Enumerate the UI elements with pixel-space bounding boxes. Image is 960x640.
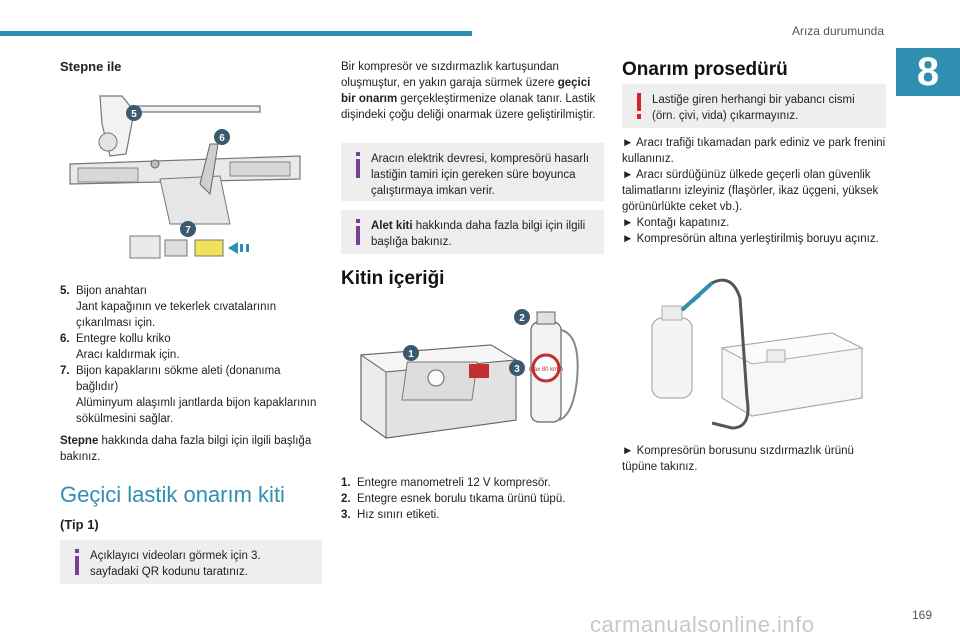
procedure-steps: ► Aracı trafiği tıkamadan park ediniz ve… [622,135,886,247]
fig-label-5: 5 [131,109,137,120]
fig-label-2: 2 [519,313,525,324]
step-text: ► Aracı sürdüğünüz ülkede geçerli olan g… [622,169,879,213]
fig-label-1: 1 [408,349,414,360]
spare-wheel-heading: Stepne ile [60,59,122,74]
fig-label-3: 3 [514,364,520,375]
kit-type-label: (Tip 1) [60,517,99,532]
kit-intro: Bir kompresör ve sızdırmazlık kartuşunda… [341,61,596,121]
info-icon [356,152,360,178]
tool-kit-info-box: Alet kiti hakkında daha fazla bilgi için… [341,210,604,254]
qr-info-box: Açıklayıcı videoları görmek için 3. sayf… [60,540,322,584]
spare-wheel-more-info: Stepne hakkında daha fazla bilgi için il… [60,435,312,463]
fig-label-6: 6 [219,133,225,144]
chapter-tab: 8 [896,48,960,96]
top-accent-bar [0,31,472,36]
list-item: 1.Entegre manometreli 12 V kompresör. [341,477,551,489]
electrical-info-box: Aracın elektrik devresi, kompresörü hasa… [341,143,604,201]
repair-procedure-heading: Onarım prosedürü [622,59,788,80]
warning-icon [637,93,641,119]
spare-wheel-tools-illustration: 5 6 7 [69,95,301,259]
list-item: 3.Hız sınırı etiketi. [341,509,440,521]
info-icon [75,549,79,575]
list-item: 2.Entegre esnek borulu tıkama ürünü tüpü… [341,493,566,505]
warning-box: Lastiğe giren herhangi bir yabancı cismi… [622,84,886,128]
connect-hose-step: ► Kompresörün borusunu sızdırmazlık ürün… [622,445,854,473]
fig-label-7: 7 [185,225,191,236]
list-item: 7.Bijon kapaklarını sökme aleti (donanım… [60,365,317,425]
watermark-text: carmanualsonline.info [590,612,815,637]
repair-kit-illustration: max 80 km/h 1 2 3 [359,309,579,439]
step-text: ► Aracı trafiği tıkamadan park ediniz ve… [622,137,886,165]
page-number: 169 [912,608,933,622]
repair-kit-title: Geçici lastik onarım kiti [60,482,285,507]
kit-contents-list: 1.Entegre manometreli 12 V kompresör. 2.… [341,475,604,523]
kit-contents-heading: Kitin içeriği [341,268,445,289]
hose-connection-illustration [651,278,864,430]
speed-limit-label: max 80 km/h [529,367,563,373]
step-text: ► Kontağı kapatınız. [622,217,730,229]
step-text: ► Kompresörün altına yerleştirilmiş boru… [622,233,879,245]
info-icon [356,219,360,245]
section-title: Arıza durumunda [791,24,884,38]
